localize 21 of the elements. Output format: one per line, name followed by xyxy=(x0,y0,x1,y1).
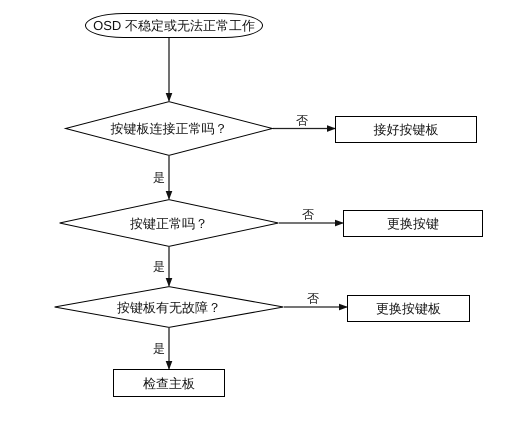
edge-label: 是 xyxy=(152,171,166,184)
edge-label: 否 xyxy=(295,114,309,127)
decision-diamond: 按键板有无故障？ xyxy=(54,286,284,328)
arrow xyxy=(273,125,336,132)
arrow xyxy=(166,328,172,370)
process-box: 接好按键板 xyxy=(335,116,477,143)
arrow xyxy=(166,38,172,102)
edge-label: 是 xyxy=(152,342,166,355)
process-box: 更换按键 xyxy=(343,210,483,237)
arrow xyxy=(284,304,348,310)
process-box: 更换按键板 xyxy=(347,295,470,322)
arrow xyxy=(279,220,344,226)
start-terminal: OSD 不稳定或无法正常工作 xyxy=(85,13,263,38)
decision-diamond: 按键板连接正常吗？ xyxy=(65,101,273,156)
edge-label: 否 xyxy=(306,292,320,306)
arrow xyxy=(166,156,172,200)
process-box: 检查主板 xyxy=(113,369,225,397)
edge-label: 是 xyxy=(152,260,166,273)
decision-diamond: 按键正常吗？ xyxy=(59,199,279,247)
edge-label: 否 xyxy=(301,208,315,222)
arrow xyxy=(166,247,172,286)
